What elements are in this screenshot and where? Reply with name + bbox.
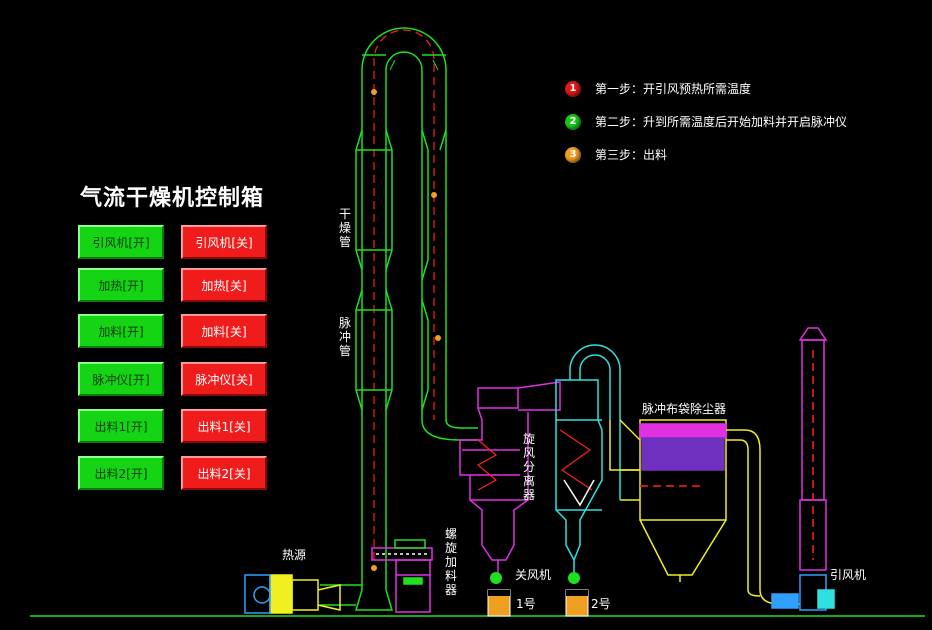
airlock-valve-2: [565, 572, 589, 617]
control-box-title: 气流干燥机控制箱: [80, 186, 265, 211]
bin-1-label: 1号: [516, 597, 536, 611]
pulse-pipe-label: 脉冲管: [338, 316, 351, 358]
cyclone-separator-1: [459, 381, 561, 575]
step-3-number-icon: 3: [565, 146, 581, 163]
step-3: 3 第三步：出料: [565, 146, 667, 163]
fan-chimney: [771, 327, 835, 611]
bag-filter-label: 脉冲布袋除尘器: [642, 402, 727, 416]
step-2: 2 第二步：升到所需温度后开始加料并开启脉冲仪: [565, 113, 847, 130]
cyclone-separator-2: [555, 344, 621, 575]
pulse-off-button[interactable]: 脉冲仪[关]: [181, 362, 267, 396]
heat-source-label: 热源: [282, 548, 307, 562]
feed-on-button[interactable]: 加料[开]: [78, 314, 164, 348]
ducts: [609, 419, 641, 471]
screw-feeder-label: 螺旋加料器: [444, 527, 457, 597]
step-2-number-icon: 2: [565, 113, 581, 130]
fan-off-button[interactable]: 引风机[关]: [181, 225, 267, 259]
discharge2-off-button[interactable]: 出料2[关]: [181, 456, 267, 490]
bin-2-label: 2号: [591, 597, 611, 611]
discharge1-off-button[interactable]: 出料1[关]: [181, 409, 267, 443]
drying-pipe-label: 干燥管: [338, 207, 351, 249]
step-1: 1 第一步：开引风预热所需温度: [565, 80, 751, 97]
step-1-text: 第一步：开引风预热所需温度: [595, 82, 752, 96]
bag-filter: [619, 419, 800, 605]
heat-source: [244, 574, 341, 614]
fan-on-button[interactable]: 引风机[开]: [78, 225, 164, 259]
step-1-number-icon: 1: [565, 80, 581, 97]
sensor-dot: [431, 192, 437, 198]
screw-feeder: [371, 539, 433, 613]
heat-off-button[interactable]: 加热[关]: [181, 268, 267, 302]
sensor-dot: [435, 335, 441, 341]
airlock-label: 关风机: [515, 568, 552, 582]
sensor-dot: [371, 89, 377, 95]
feed-off-button[interactable]: 加料[关]: [181, 314, 267, 348]
step-2-text: 第二步：升到所需温度后开始加料并开启脉冲仪: [595, 115, 848, 129]
airlock-valve-1: [487, 572, 511, 617]
pulse-on-button[interactable]: 脉冲仪[开]: [78, 362, 164, 396]
sensor-dot: [371, 565, 377, 571]
step-3-text: 第三步：出料: [595, 148, 668, 162]
fan-label: 引风机: [830, 568, 867, 582]
discharge1-on-button[interactable]: 出料1[开]: [78, 409, 164, 443]
discharge2-on-button[interactable]: 出料2[开]: [78, 456, 164, 490]
heat-on-button[interactable]: 加热[开]: [78, 268, 164, 302]
cyclone-label: 旋风分离器: [522, 432, 535, 502]
